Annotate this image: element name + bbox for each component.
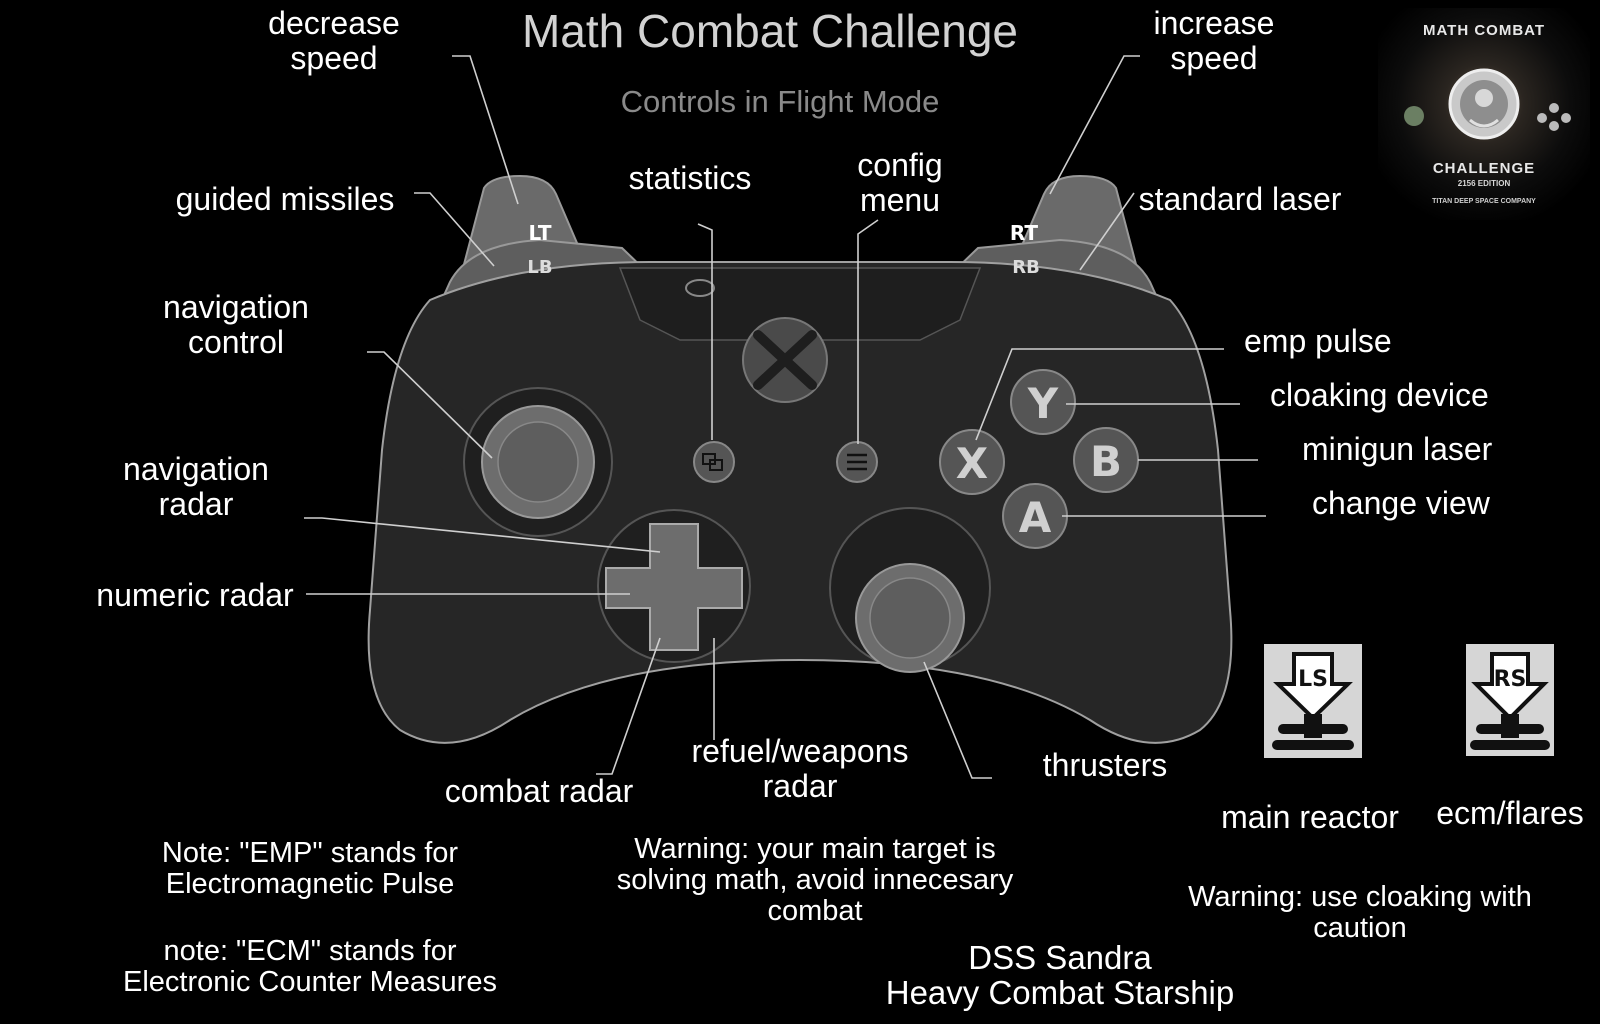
label-thrusters: thrusters	[1042, 747, 1168, 783]
label-numeric-radar: numeric radar	[96, 577, 294, 613]
label-combat-radar: combat radar	[444, 773, 634, 809]
left-stick-press-icon: LS	[1264, 644, 1362, 758]
warning-main-target: Warning: your main target is solving mat…	[616, 833, 1014, 927]
b-letter: B	[1090, 437, 1122, 486]
label-emp-pulse: emp pulse	[1244, 323, 1392, 359]
label-minigun-laser: minigun laser	[1302, 431, 1493, 467]
label-navigation-radar: navigation radar	[123, 451, 269, 522]
game-logo: MATH COMBAT CHALLENGE 2156 EDITION TITAN…	[1378, 8, 1590, 220]
label-ecm-flares: ecm/flares	[1436, 795, 1584, 831]
logo-edition-text: 2156 EDITION	[1457, 179, 1511, 188]
label-decrease-speed: decrease speed	[268, 5, 400, 76]
page-subtitle: Controls in Flight Mode	[620, 84, 940, 119]
d-pad	[605, 523, 743, 651]
logo-middle-text: CHALLENGE	[1432, 160, 1536, 177]
label-standard-laser: standard laser	[1138, 181, 1342, 217]
label-navigation-control: navigation control	[163, 289, 309, 360]
svg-text:RS: RS	[1494, 667, 1527, 692]
page-title: Math Combat Challenge	[521, 5, 1019, 57]
logo-company-text: TITAN DEEP SPACE COMPANY	[1432, 198, 1536, 205]
x-letter: X	[956, 439, 988, 488]
leader-lines	[304, 55, 1266, 779]
lt-label: LT	[528, 221, 551, 245]
label-main-reactor: main reactor	[1221, 799, 1399, 835]
controller-body	[367, 261, 1233, 744]
a-letter: A	[1019, 493, 1052, 542]
warning-cloaking: Warning: use cloaking with caution	[1188, 881, 1532, 944]
label-guided-missiles: guided missiles	[175, 181, 395, 217]
logo-emblem-icon	[1404, 68, 1571, 140]
right-stick-press-icon: RS	[1466, 644, 1554, 756]
note-ecm: note: "ECM" stands for Electronic Counte…	[123, 935, 497, 998]
y-letter: Y	[1027, 379, 1059, 428]
svg-text:LS: LS	[1298, 667, 1328, 692]
rb-label: RB	[1012, 257, 1040, 278]
ship-name: DSS Sandra Heavy Combat Starship	[885, 939, 1235, 1011]
label-statistics: statistics	[628, 160, 752, 196]
logo-top-text: MATH COMBAT	[1422, 22, 1546, 39]
x-button	[939, 429, 1005, 495]
note-emp: Note: "EMP" stands for Electromagnetic P…	[161, 837, 459, 900]
label-increase-speed: increase speed	[1153, 5, 1275, 76]
rt-label: RT	[1010, 221, 1039, 245]
lb-label: LB	[527, 257, 552, 278]
label-config-menu: config menu	[857, 147, 943, 218]
y-button	[1010, 369, 1076, 435]
label-refuel-weapons-radar: refuel/weapons radar	[691, 733, 909, 804]
label-cloaking-device: cloaking device	[1270, 377, 1489, 413]
label-change-view: change view	[1312, 485, 1490, 521]
